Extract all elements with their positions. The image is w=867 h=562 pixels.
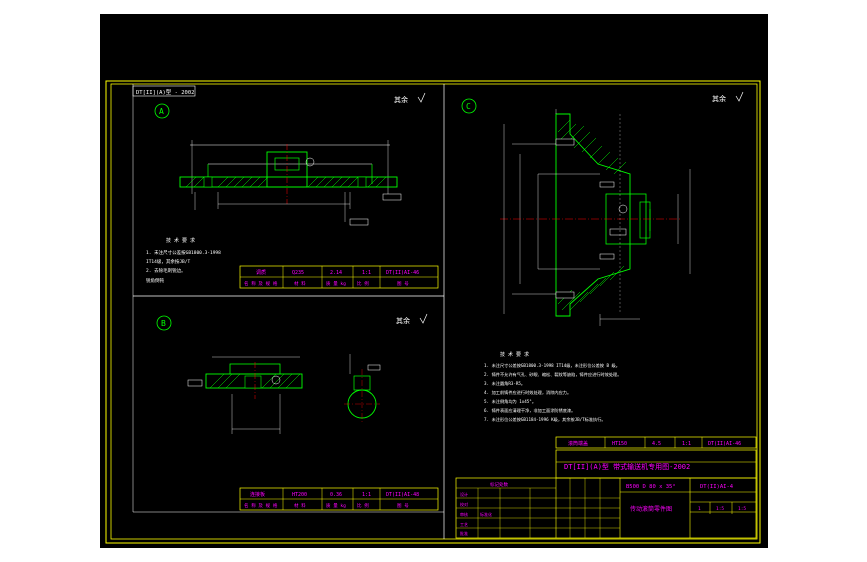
svg-text:标准化: 标准化 bbox=[480, 511, 492, 517]
inner-border bbox=[110, 83, 758, 540]
drawing-number-box: DT[II](A)型 - 2002 bbox=[136, 88, 194, 96]
svg-text:0.36: 0.36 bbox=[330, 492, 342, 498]
svg-text:名 称 及 规 格: 名 称 及 规 格 bbox=[244, 502, 278, 509]
svg-text:图 号: 图 号 bbox=[397, 503, 409, 509]
svg-text:连接板: 连接板 bbox=[250, 491, 265, 498]
view-c-label-circle bbox=[461, 98, 477, 114]
svg-text:4. 加工前铸件应进行时效处理，消除内应力。: 4. 加工前铸件应进行时效处理，消除内应力。 bbox=[484, 389, 571, 396]
tech-requirements-a: 技 术 要 求 1. 未注尺寸公差按GB1800.3-1998 IT14级，其余… bbox=[146, 237, 221, 284]
svg-text:比 例: 比 例 bbox=[357, 280, 369, 287]
view-b-part bbox=[187, 354, 381, 434]
main-title: DT[II](A)型 带式输送机专用图-2002 bbox=[564, 462, 690, 471]
tech-requirements-c: 技 术 要 求 1. 未注尺寸公差按GB1800.3-1998 IT14级，未注… bbox=[484, 351, 621, 423]
svg-text:DT(II)AI-46: DT(II)AI-46 bbox=[386, 270, 419, 276]
svg-text:IT14级，其余按JB/T: IT14级，其余按JB/T bbox=[146, 258, 190, 265]
view-b-roughness: 其余 bbox=[396, 316, 410, 325]
part-name-main: 传动滚筒零件图 bbox=[630, 505, 672, 513]
view-b-label: B bbox=[161, 319, 166, 328]
svg-text:质 量 kg: 质 量 kg bbox=[326, 280, 346, 287]
view-a-roughness-symbol bbox=[417, 92, 426, 103]
svg-text:材 料: 材 料 bbox=[294, 502, 306, 509]
svg-text:2. 去除毛刺锐边。: 2. 去除毛刺锐边。 bbox=[146, 267, 186, 274]
svg-text:DT(II)AI-48: DT(II)AI-48 bbox=[386, 492, 419, 498]
view-a-part bbox=[179, 140, 402, 226]
svg-text:名 称 及 规 格: 名 称 及 规 格 bbox=[244, 280, 278, 287]
svg-text:1. 未注尺寸公差按GB1800.3-1998: 1. 未注尺寸公差按GB1800.3-1998 bbox=[146, 249, 221, 256]
drawing-code-right: DT(II)AI-4 bbox=[700, 484, 734, 490]
svg-text:DT(II)AI-46: DT(II)AI-46 bbox=[708, 441, 741, 447]
svg-text:6. 铸件表面应清理干净，非加工面涂防锈底漆。: 6. 铸件表面应清理干净，非加工面涂防锈底漆。 bbox=[484, 407, 575, 414]
svg-text:审核: 审核 bbox=[460, 511, 468, 517]
cad-drawing-viewport[interactable]: DT[II](A)型 - 2002 A 其余 bbox=[100, 14, 768, 548]
svg-text:设计: 设计 bbox=[460, 491, 468, 497]
svg-text:3. 未注圆角R3-R5。: 3. 未注圆角R3-R5。 bbox=[484, 380, 525, 387]
title-block-b: 连接板 HT200 0.36 1:1 DT(II)AI-48 名 称 及 规 格… bbox=[239, 487, 439, 511]
svg-text:技 术 要 求: 技 术 要 求 bbox=[166, 237, 195, 244]
svg-text:4.5: 4.5 bbox=[652, 441, 661, 447]
svg-text:1. 未注尺寸公差按GB1800.3-1998 IT14级，: 1. 未注尺寸公差按GB1800.3-1998 IT14级，未注形位公差按 B … bbox=[484, 362, 620, 369]
svg-text:1:5: 1:5 bbox=[738, 506, 746, 512]
svg-text:材 料: 材 料 bbox=[294, 280, 306, 287]
svg-text:批准: 批准 bbox=[460, 530, 468, 536]
view-c-part bbox=[500, 109, 691, 326]
svg-text:锐角倒钝: 锐角倒钝 bbox=[146, 277, 164, 284]
svg-text:工艺: 工艺 bbox=[460, 522, 468, 527]
view-a-label-circle bbox=[154, 103, 170, 119]
svg-text:校对: 校对 bbox=[460, 501, 468, 507]
svg-text:质 量 kg: 质 量 kg bbox=[326, 502, 346, 509]
svg-text:比 例: 比 例 bbox=[357, 502, 369, 509]
svg-text:标记处数: 标记处数 bbox=[490, 481, 508, 488]
view-b-label-circle bbox=[156, 315, 172, 331]
svg-text:1:1: 1:1 bbox=[362, 270, 371, 276]
view-c-label: C bbox=[466, 102, 471, 111]
svg-text:1:1: 1:1 bbox=[362, 492, 371, 498]
svg-text:技 术 要 求: 技 术 要 求 bbox=[500, 351, 529, 358]
svg-text:HT150: HT150 bbox=[612, 441, 627, 447]
view-c-roughness: 其余 bbox=[712, 94, 726, 103]
view-a-label: A bbox=[159, 107, 164, 116]
title-grid: 标记处数 设计 校对 审核 工艺 标准化 批准 B500 D 80 x 35° … bbox=[455, 477, 757, 539]
svg-text:滚筒端盖: 滚筒端盖 bbox=[568, 440, 588, 447]
svg-text:1: 1 bbox=[698, 506, 701, 512]
svg-text:1:1: 1:1 bbox=[682, 441, 691, 447]
svg-text:5. 未注倒角均为 1x45°。: 5. 未注倒角均为 1x45°。 bbox=[484, 398, 536, 405]
svg-text:调质: 调质 bbox=[256, 269, 266, 276]
drawing-canvas: DT[II](A)型 - 2002 A 其余 bbox=[105, 80, 761, 544]
title-block-c: 滚筒端盖 HT150 4.5 1:1 DT(II)AI-46 bbox=[555, 436, 757, 449]
svg-text:2.14: 2.14 bbox=[330, 270, 342, 276]
svg-text:1:5: 1:5 bbox=[716, 506, 724, 512]
main-title-block: DT[II](A)型 带式输送机专用图-2002 bbox=[555, 449, 757, 479]
svg-text:7. 未注形位公差按GB1184-1996 K级，其余按JB: 7. 未注形位公差按GB1184-1996 K级，其余按JB/T标准执行。 bbox=[484, 416, 606, 423]
svg-text:Q235: Q235 bbox=[292, 270, 304, 276]
outer-border bbox=[105, 80, 761, 544]
svg-text:2. 铸件不允许有气孔、砂眼、缩松、裂纹等缺陷，铸件应进行时: 2. 铸件不允许有气孔、砂眼、缩松、裂纹等缺陷，铸件应进行时效处理。 bbox=[484, 371, 621, 378]
svg-text:HT200: HT200 bbox=[292, 492, 307, 498]
view-a-roughness: 其余 bbox=[394, 95, 408, 104]
drawing-code-left: B500 D 80 x 35° bbox=[626, 484, 676, 490]
svg-text:图 号: 图 号 bbox=[397, 281, 409, 287]
title-block-a: 调质 Q235 2.14 1:1 DT(II)AI-46 名 称 及 规 格 材… bbox=[239, 265, 439, 289]
